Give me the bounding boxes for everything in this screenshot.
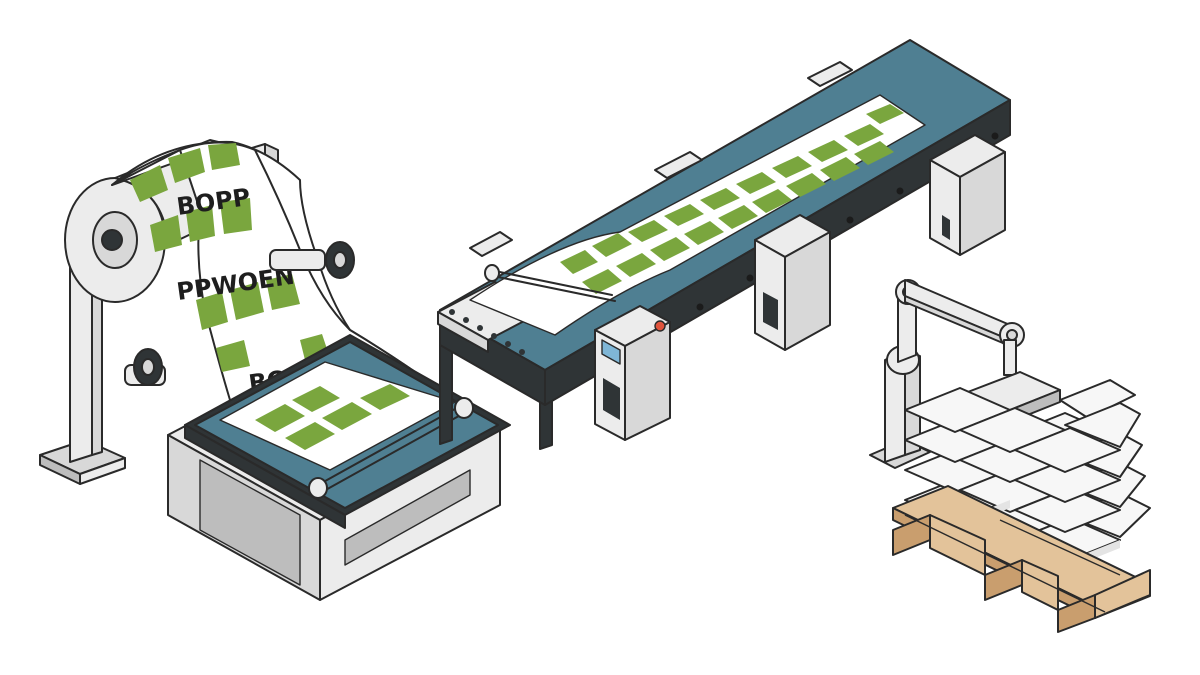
conveyor-support-box [754,214,831,351]
roll-axle-icon [101,229,123,251]
wooden-pallet [892,485,1151,633]
stop-button-icon [654,320,666,332]
main-conveyor [437,39,1011,450]
conveyor-end-box [929,134,1006,256]
guide-rollers [124,241,355,386]
control-cabinet [594,305,671,441]
control-screen-icon [601,339,621,365]
infeed-conveyor [167,334,511,601]
